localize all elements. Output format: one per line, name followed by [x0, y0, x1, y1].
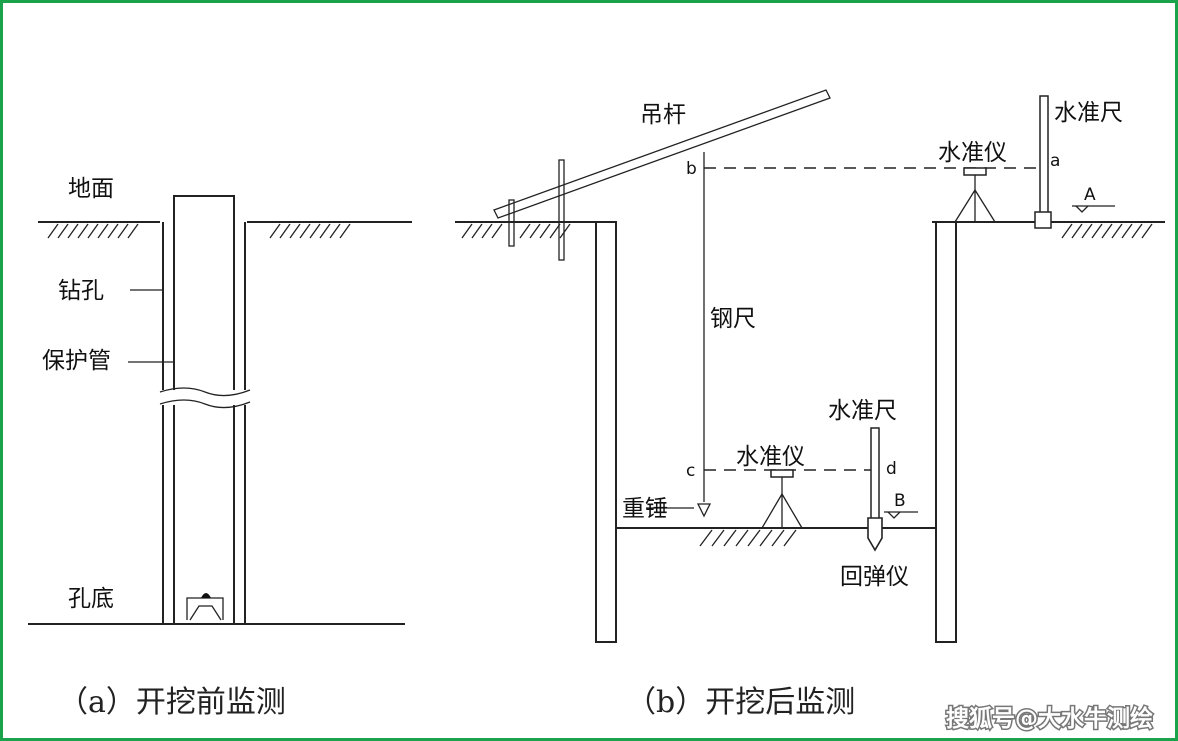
label-point-a: a	[1050, 151, 1060, 171]
panel-b-after-excavation: 吊杆 钢尺 重锤 水准仪 水准尺 水准仪 水准尺 回弹仪 a b c d A B…	[455, 89, 1165, 720]
boom-support-tall	[558, 159, 565, 261]
bottom-hatch	[699, 529, 797, 547]
label-staff-top: 水准尺	[1054, 100, 1123, 126]
label-point-b: b	[686, 159, 697, 179]
leveling-staff-bottom-icon	[870, 427, 880, 521]
label-weight: 重锤	[622, 496, 668, 522]
benchmark-b-icon	[884, 511, 918, 519]
level-instrument-top-icon	[954, 167, 996, 223]
label-point-d: d	[886, 459, 897, 479]
break-mark-top	[159, 387, 251, 397]
label-ground: 地面	[68, 176, 114, 202]
ground-hatch-right-b	[1061, 223, 1153, 239]
protective-casing-top	[173, 195, 235, 390]
weight-icon	[696, 503, 712, 518]
level-instrument-bottom-icon	[761, 469, 803, 529]
label-benchmark-b: B	[894, 491, 906, 511]
label-steel-tape: 钢尺	[710, 306, 756, 332]
retaining-wall-left	[595, 221, 617, 643]
retaining-wall-right	[935, 221, 957, 643]
panel-a-before-excavation: 地面 钻孔 保护管 孔底 （a）开挖前监测	[28, 176, 412, 720]
leveling-staff-top-icon	[1034, 95, 1052, 229]
watermark: 搜狐号@大水牛测绘	[945, 704, 1155, 734]
rebound-gauge-icon	[867, 517, 883, 552]
label-hole-bottom: 孔底	[68, 586, 114, 612]
caption-panel-b: （b）开挖后监测	[626, 685, 855, 720]
label-borehole: 钻孔	[58, 278, 104, 304]
label-level-bottom: 水准仪	[736, 444, 805, 470]
label-benchmark-a: A	[1084, 185, 1096, 205]
caption-panel-a: （a）开挖前监测	[58, 685, 286, 720]
label-point-c: c	[686, 461, 695, 481]
boom	[493, 89, 831, 219]
ground-hatch-left-b	[461, 223, 571, 239]
label-boom: 吊杆	[640, 102, 686, 128]
label-level-top: 水准仪	[938, 140, 1007, 166]
ground-hatch	[47, 223, 351, 239]
boom-support-short	[508, 199, 515, 247]
bottom-sensor-icon	[186, 593, 224, 621]
label-casing: 保护管	[42, 348, 111, 374]
break-mark-bottom	[159, 399, 251, 409]
watermark-text: 搜狐号@大水牛测绘	[946, 705, 1153, 732]
label-rebound-gauge: 回弹仪	[840, 564, 909, 590]
benchmark-a-icon	[1072, 205, 1115, 213]
label-staff-bottom: 水准尺	[828, 398, 897, 424]
